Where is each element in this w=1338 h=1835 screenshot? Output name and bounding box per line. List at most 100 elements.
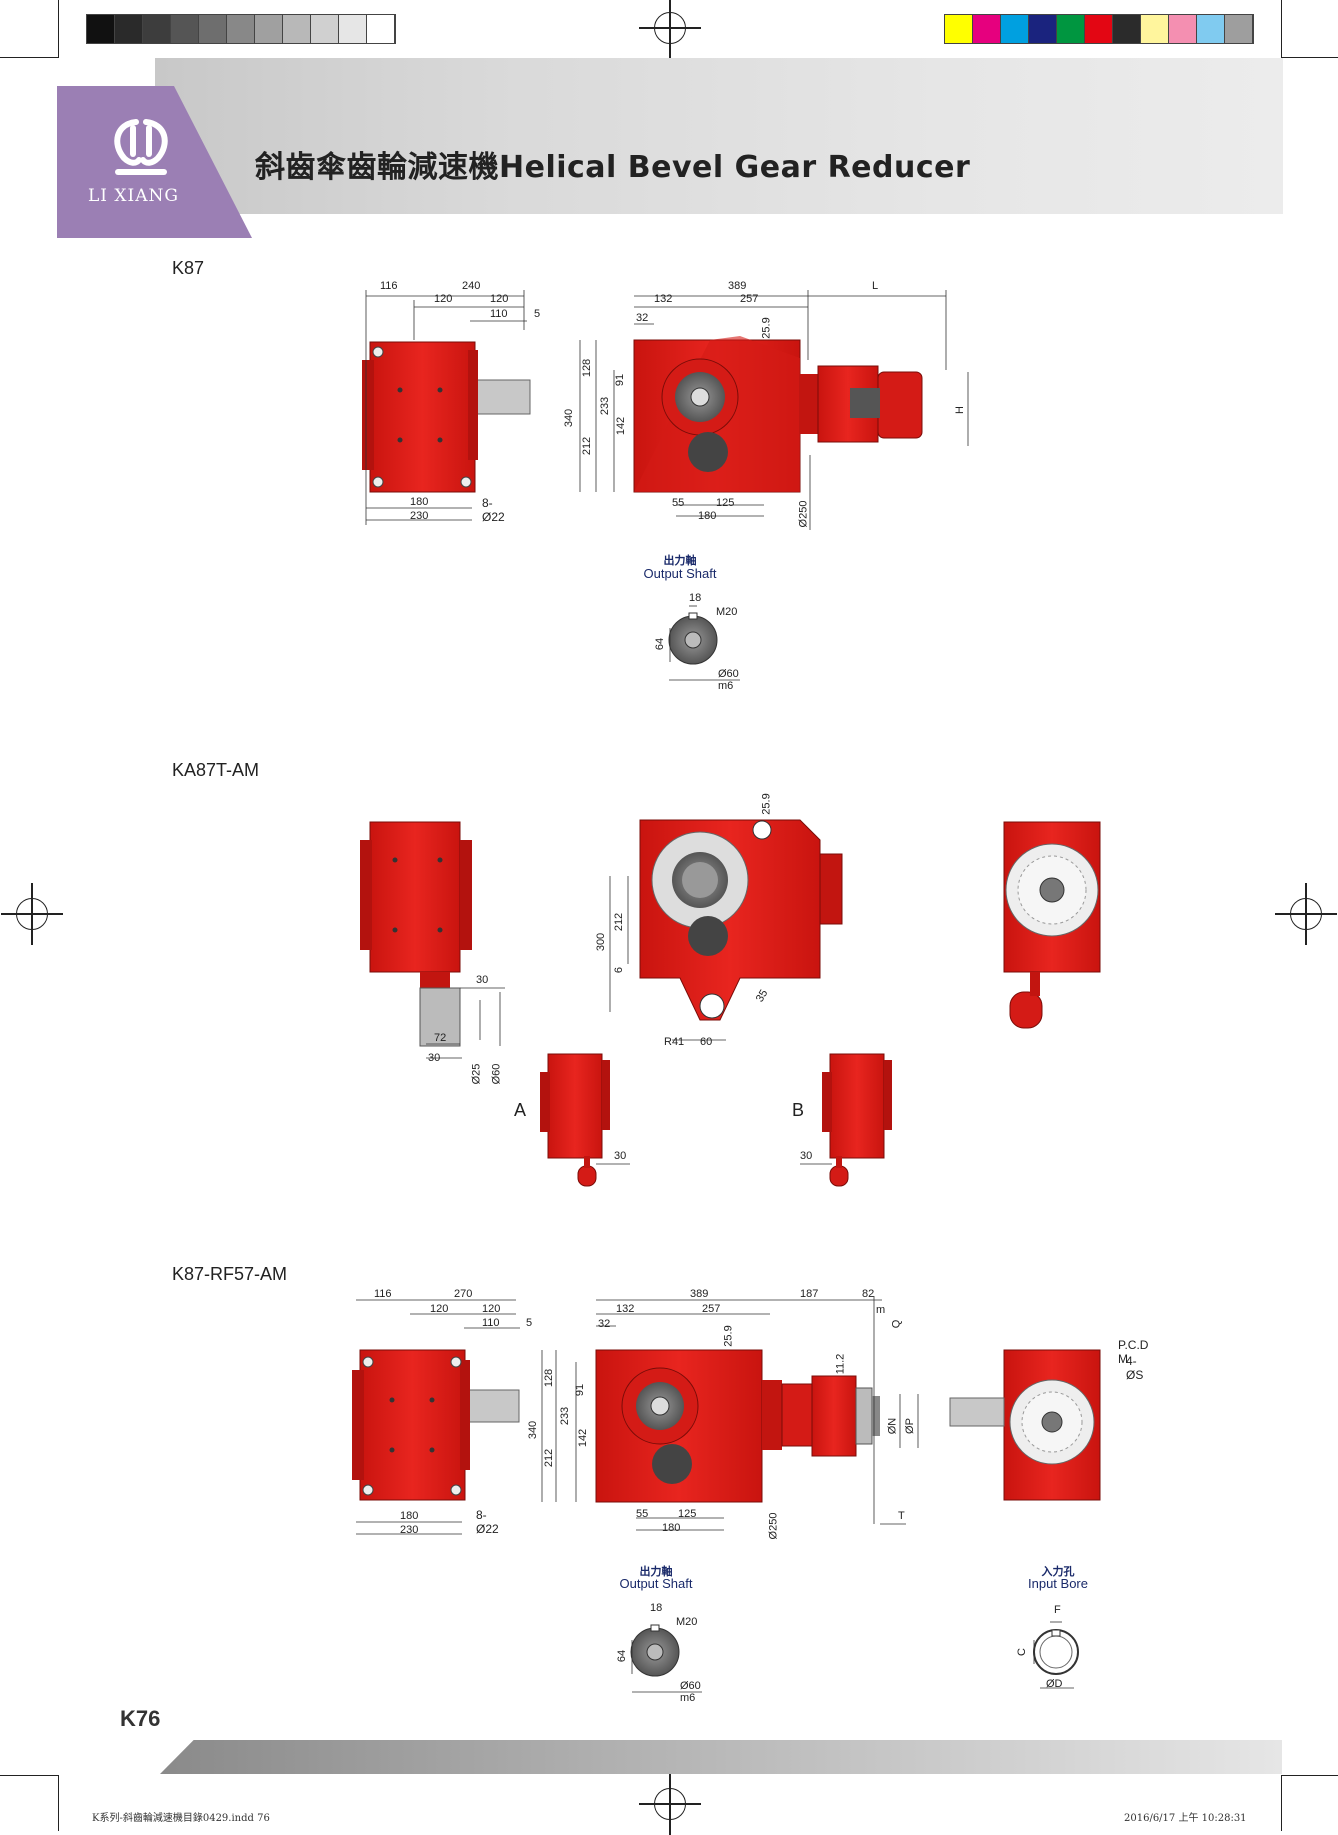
- crop-mark: [1281, 0, 1282, 58]
- color-bar: [944, 14, 1254, 44]
- k87-side-dims: [365, 290, 527, 525]
- dim-label: 180: [410, 496, 429, 508]
- dim-label: 72: [434, 1032, 447, 1044]
- file-slug: K系列-斜齒輪減速機目錄0429.indd 76: [92, 1813, 270, 1824]
- dim-label: 55: [636, 1508, 649, 1520]
- dim-label: 82: [862, 1288, 875, 1300]
- dim-label: 18: [650, 1602, 663, 1614]
- dim-label: ØP: [903, 1418, 916, 1434]
- gray-swatch: [115, 15, 143, 43]
- color-swatch: [1057, 15, 1085, 43]
- ka87-view-a: [540, 1053, 610, 1187]
- gray-swatch: [227, 15, 255, 43]
- dim-label: 5: [526, 1317, 533, 1329]
- k87rf-side-view: [352, 1349, 520, 1501]
- dim-label: 125: [716, 497, 735, 509]
- dim-label: 60: [700, 1036, 713, 1048]
- dim-label: 4-ØS: [1126, 1354, 1144, 1382]
- gray-swatch: [199, 15, 227, 43]
- gray-swatch: [143, 15, 171, 43]
- footer-band: [160, 1740, 1282, 1774]
- k87rf-side-dims: [356, 1299, 520, 1535]
- dim-label: m: [876, 1304, 886, 1316]
- ka87-side-view: [360, 821, 472, 1047]
- dim-label: 55: [672, 497, 685, 509]
- logo-text: LI XIANG: [88, 186, 179, 206]
- dim-label: 340: [527, 1420, 540, 1440]
- k87rf-rear-view: [949, 1349, 1101, 1501]
- dim-label: 32: [636, 312, 649, 324]
- dim-label: 30: [428, 1052, 441, 1064]
- color-swatch: [945, 15, 973, 43]
- date-slug: 2016/6/17 上午 10:28:31: [1124, 1813, 1247, 1824]
- gray-swatch: [87, 15, 115, 43]
- dim-label: 257: [740, 293, 759, 305]
- color-swatch: [1197, 15, 1225, 43]
- gray-swatch: [311, 15, 339, 43]
- dim-label: 230: [400, 1524, 419, 1536]
- dim-label: 230: [410, 510, 429, 522]
- gray-swatch: [367, 15, 395, 43]
- dim-label: 120: [434, 293, 453, 305]
- dim-label: 187: [800, 1288, 819, 1300]
- dim-label: 128: [543, 1368, 556, 1388]
- dim-label: F: [1054, 1604, 1061, 1616]
- k87rf-output-shaft-icon: [630, 1624, 680, 1677]
- dim-label: T: [898, 1510, 905, 1522]
- dim-label: M20: [676, 1616, 698, 1628]
- dim-label: 120: [490, 293, 509, 305]
- dim-label: 30: [800, 1150, 813, 1162]
- k87rf-shaft-caption-en: Output Shaft: [619, 1576, 693, 1591]
- dim-label: 240: [462, 280, 481, 292]
- crop-mark: [0, 1775, 58, 1776]
- section-label-k87: K87: [172, 258, 205, 278]
- dim-label: 180: [400, 1510, 419, 1522]
- dim-label: L: [872, 280, 879, 292]
- color-swatch: [1141, 15, 1169, 43]
- page-number: K76: [120, 1706, 161, 1731]
- title-cn: 斜齒傘齒輪減速機: [255, 150, 499, 185]
- dim-label: C: [1015, 1648, 1028, 1656]
- dim-label: 91: [574, 1383, 587, 1397]
- k87rf-bore-caption-cn: 入力孔: [1041, 1565, 1075, 1578]
- crop-mark: [58, 1775, 59, 1831]
- registration-mark-icon: [639, 1773, 701, 1835]
- section-label-ka87: KA87T-AM: [172, 760, 260, 780]
- ka87-side-dims: [426, 987, 505, 1059]
- dim-label: ØD: [1046, 1678, 1063, 1690]
- gray-swatch: [255, 15, 283, 43]
- dim-label: 180: [698, 510, 717, 522]
- dim-label: 32: [598, 1318, 611, 1330]
- section-label-k87rf: K87-RF57-AM: [172, 1264, 288, 1284]
- k87-output-shaft-icon: [668, 612, 718, 665]
- ka87-front-dims: [609, 876, 726, 1041]
- dim-label: 132: [654, 293, 673, 305]
- dim-label: 64: [616, 1649, 629, 1663]
- color-swatch: [1001, 15, 1029, 43]
- dim-label: 8-Ø22: [482, 496, 505, 524]
- dim-label: 233: [559, 1406, 572, 1426]
- k87-shaft-dims: [669, 605, 740, 681]
- color-swatch: [1029, 15, 1057, 43]
- registration-mark-icon: [639, 0, 701, 59]
- dim-label: 30: [476, 974, 489, 986]
- crop-mark: [58, 0, 59, 58]
- dim-label: Ø60 m6: [718, 668, 739, 692]
- dim-label: 180: [662, 1522, 681, 1534]
- ka87-front-view: [639, 819, 843, 1021]
- dim-label: Ø60 m6: [680, 1680, 701, 1704]
- k87-front-dims: [579, 290, 969, 530]
- dim-label: 116: [380, 280, 398, 292]
- dim-label: 142: [577, 1428, 590, 1448]
- dim-label: 212: [543, 1448, 556, 1468]
- header-band: [155, 58, 1283, 214]
- dim-label: 8-Ø22: [476, 1508, 499, 1536]
- k87-shaft-caption-cn: 出力軸: [663, 554, 697, 567]
- dim-label: 132: [616, 1303, 635, 1315]
- gray-swatch: [283, 15, 311, 43]
- view-label-b: B: [792, 1100, 805, 1120]
- dim-label: R41: [664, 1036, 685, 1048]
- ka87-view-b: [822, 1053, 892, 1187]
